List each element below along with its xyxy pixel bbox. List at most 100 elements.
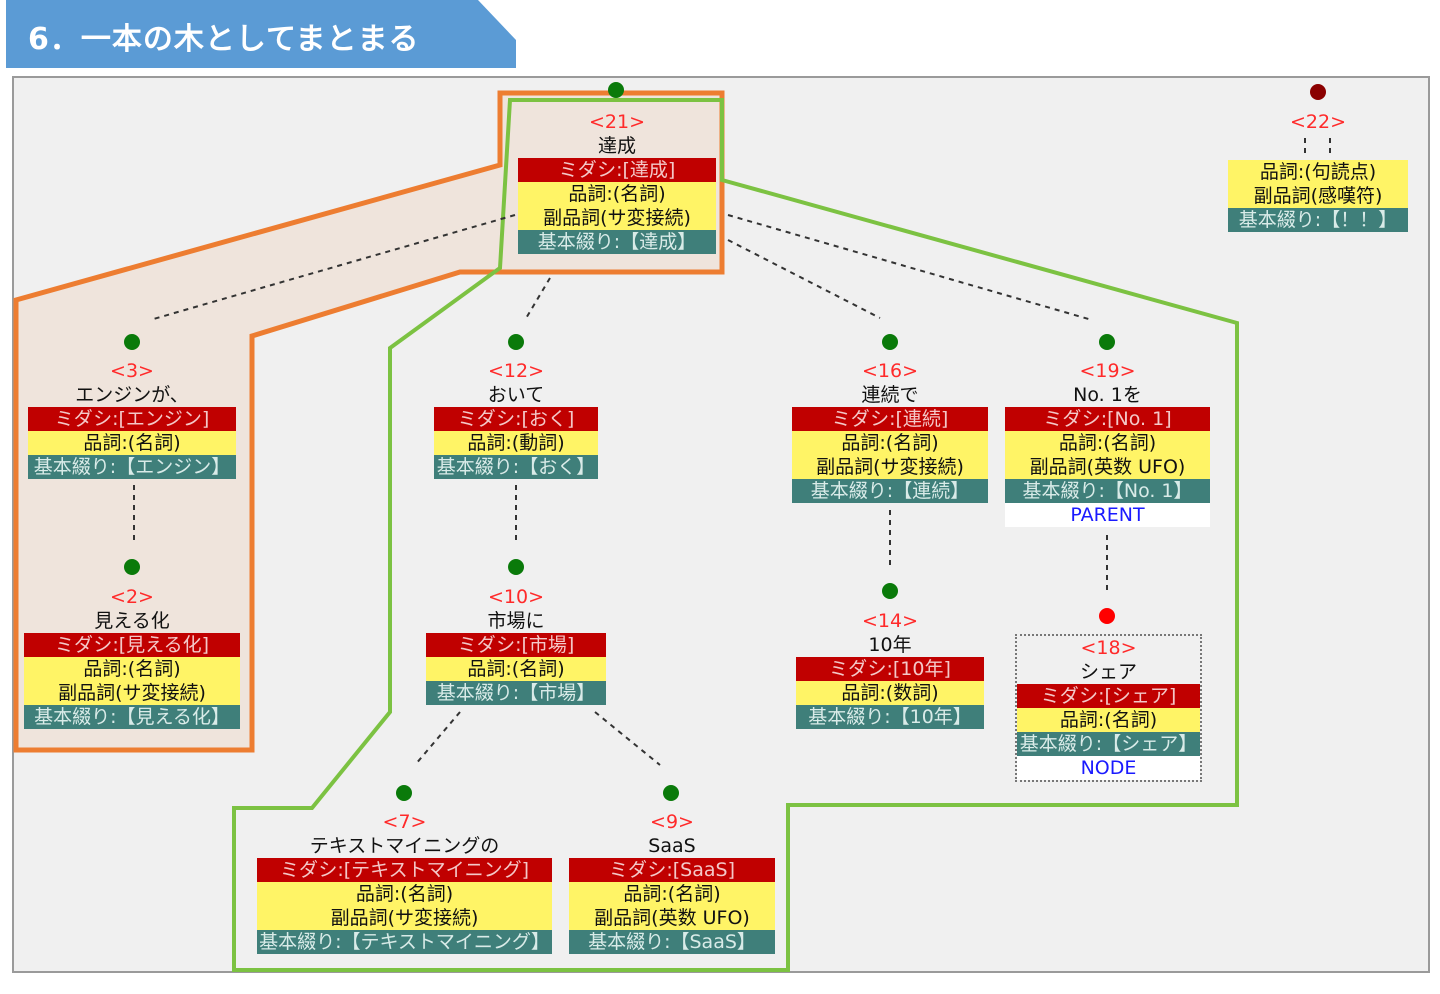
- node-dot-18: [1099, 608, 1115, 624]
- node-pos: 副品詞(英数 UFO): [569, 906, 775, 930]
- section-title: 6．一本の木としてまとまる: [28, 22, 420, 57]
- node-pos: 品詞:(動詞): [434, 431, 598, 455]
- node-number: <22>: [1289, 111, 1347, 133]
- node-7[interactable]: <7>テキストマイニングのミダシ:[テキストマイニング]品詞:(名詞)副品詞(サ…: [257, 810, 552, 954]
- node-21[interactable]: <21>達成ミダシ:[達成]品詞:(名詞)副品詞(サ変接続)基本綴り:【達成】: [518, 110, 716, 254]
- node-pos: 品詞:(名詞): [1017, 708, 1200, 732]
- node-pos: 品詞:(名詞): [24, 657, 240, 681]
- node-midashi: ミダシ:[市場]: [426, 633, 606, 657]
- node-number: <7>: [382, 811, 427, 833]
- node-base-form: 基本綴り:【達成】: [518, 230, 716, 254]
- dependency-edge-21-16: [727, 239, 881, 319]
- node-pos: 副品詞(サ変接続): [518, 206, 716, 230]
- node-pos: 品詞:(名詞): [426, 657, 606, 681]
- node-dot-19: [1099, 334, 1115, 350]
- node-word: SaaS: [648, 835, 696, 857]
- node-number: <3>: [110, 360, 154, 382]
- node-19[interactable]: <19>No. 1をミダシ:[No. 1]品詞:(名詞)副品詞(英数 UFO)基…: [1005, 359, 1210, 527]
- node-pos: 品詞:(名詞): [257, 882, 552, 906]
- node-tag: PARENT: [1005, 503, 1210, 527]
- node-base-form: 基本綴り:【おく】: [434, 455, 598, 479]
- node-pos: 品詞:(名詞): [792, 431, 988, 455]
- node-base-form: 基本綴り:【連続】: [792, 479, 988, 503]
- node-word: 見える化: [94, 610, 170, 632]
- node-pos: 品詞:(名詞): [1005, 431, 1210, 455]
- node-midashi: ミダシ:[テキストマイニング]: [257, 858, 552, 882]
- node-dot-12: [508, 334, 524, 350]
- node-number: <18>: [1080, 637, 1137, 659]
- node-14[interactable]: <14>10年ミダシ:[10年]品詞:(数詞)基本綴り:【10年】: [796, 609, 984, 729]
- node-word: テキストマイニングの: [309, 835, 500, 857]
- node-midashi: ミダシ:[達成]: [518, 158, 716, 182]
- node-number: <10>: [487, 586, 545, 608]
- node-12[interactable]: <12>おいてミダシ:[おく]品詞:(動詞)基本綴り:【おく】: [434, 359, 598, 479]
- node-base-form: 基本綴り:【SaaS】: [569, 930, 775, 954]
- node-word: エンジンが、: [75, 384, 189, 406]
- node-pos: 副品詞(英数 UFO): [1005, 455, 1210, 479]
- dependency-edge-21-12: [524, 277, 551, 321]
- node-number: <2>: [110, 586, 154, 608]
- node-base-form: 基本綴り:【！！】: [1228, 208, 1408, 232]
- node-dot-22: [1310, 84, 1326, 100]
- node-pos: 品詞:(名詞): [28, 431, 236, 455]
- node-pos: 副品詞(サ変接続): [257, 906, 552, 930]
- node-22[interactable]: <22> 品詞:(句読点)副品詞(感嘆符)基本綴り:【！！】: [1228, 110, 1408, 232]
- node-word: シェア: [1079, 661, 1137, 683]
- node-midashi: ミダシ:[10年]: [796, 657, 984, 681]
- node-3[interactable]: <3>エンジンが、ミダシ:[エンジン]品詞:(名詞)基本綴り:【エンジン】: [28, 359, 236, 479]
- node-18[interactable]: <18>シェアミダシ:[シェア]品詞:(名詞)基本綴り:【シェア】NODE: [1015, 634, 1202, 782]
- node-pos: 副品詞(感嘆符): [1228, 184, 1408, 208]
- node-number: <9>: [650, 811, 694, 833]
- node-tag: NODE: [1017, 756, 1200, 780]
- node-pos: 品詞:(名詞): [518, 182, 716, 206]
- orange-group-outline: [13, 90, 725, 753]
- section-banner: 6．一本の木としてまとまる: [6, 0, 516, 68]
- node-word: 達成: [597, 135, 636, 157]
- node-midashi: ミダシ:[シェア]: [1017, 684, 1200, 708]
- node-base-form: 基本綴り:【エンジン】: [28, 455, 236, 479]
- node-number: <14>: [861, 610, 919, 632]
- node-midashi: ミダシ:[エンジン]: [28, 407, 236, 431]
- node-pos: 副品詞(サ変接続): [24, 681, 240, 705]
- node-16[interactable]: <16>連続でミダシ:[連続]品詞:(名詞)副品詞(サ変接続)基本綴り:【連続】: [792, 359, 988, 503]
- dependency-edge-21-19: [727, 214, 1093, 321]
- node-base-form: 基本綴り:【市場】: [426, 681, 606, 705]
- node-midashi: ミダシ:[No. 1]: [1005, 407, 1210, 431]
- node-word: おいて: [487, 384, 545, 406]
- node-number: <16>: [861, 360, 919, 382]
- node-word: 連続で: [861, 384, 919, 406]
- node-pos: 品詞:(数詞): [796, 681, 984, 705]
- node-dot-14: [882, 583, 898, 599]
- dependency-edge-10-9: [594, 711, 661, 766]
- node-pos: 品詞:(名詞): [569, 882, 775, 906]
- node-midashi: ミダシ:[おく]: [434, 407, 598, 431]
- node-dot-10: [508, 559, 524, 575]
- dependency-edge-21-3: [149, 214, 516, 321]
- node-base-form: 基本綴り:【No. 1】: [1005, 479, 1210, 503]
- node-dot-3: [124, 334, 140, 350]
- node-pos: 副品詞(サ変接続): [792, 455, 988, 479]
- node-dot-16: [882, 334, 898, 350]
- node-dot-7: [396, 785, 412, 801]
- node-midashi: ミダシ:[見える化]: [24, 633, 240, 657]
- node-2[interactable]: <2>見える化ミダシ:[見える化]品詞:(名詞)副品詞(サ変接続)基本綴り:【見…: [24, 585, 240, 729]
- node-dot-9: [663, 785, 679, 801]
- node-midashi: ミダシ:[SaaS]: [569, 858, 775, 882]
- node-number: <12>: [487, 360, 545, 382]
- green-group-outline: [232, 98, 1239, 972]
- node-base-form: 基本綴り:【テキストマイニング】: [257, 930, 552, 954]
- node-midashi: ミダシ:[連続]: [792, 407, 988, 431]
- dependency-edge-10-7: [414, 711, 461, 766]
- node-base-form: 基本綴り:【見える化】: [24, 705, 240, 729]
- node-number: <19>: [1079, 360, 1136, 382]
- node-word: 10年: [868, 634, 912, 656]
- node-pos: 品詞:(句読点): [1228, 160, 1408, 184]
- node-10[interactable]: <10>市場にミダシ:[市場]品詞:(名詞)基本綴り:【市場】: [426, 585, 606, 705]
- node-base-form: 基本綴り:【10年】: [796, 705, 984, 729]
- node-word: No. 1を: [1073, 384, 1142, 406]
- node-number: <21>: [588, 111, 646, 133]
- node-dot-2: [124, 559, 140, 575]
- node-dot-21: [608, 82, 624, 98]
